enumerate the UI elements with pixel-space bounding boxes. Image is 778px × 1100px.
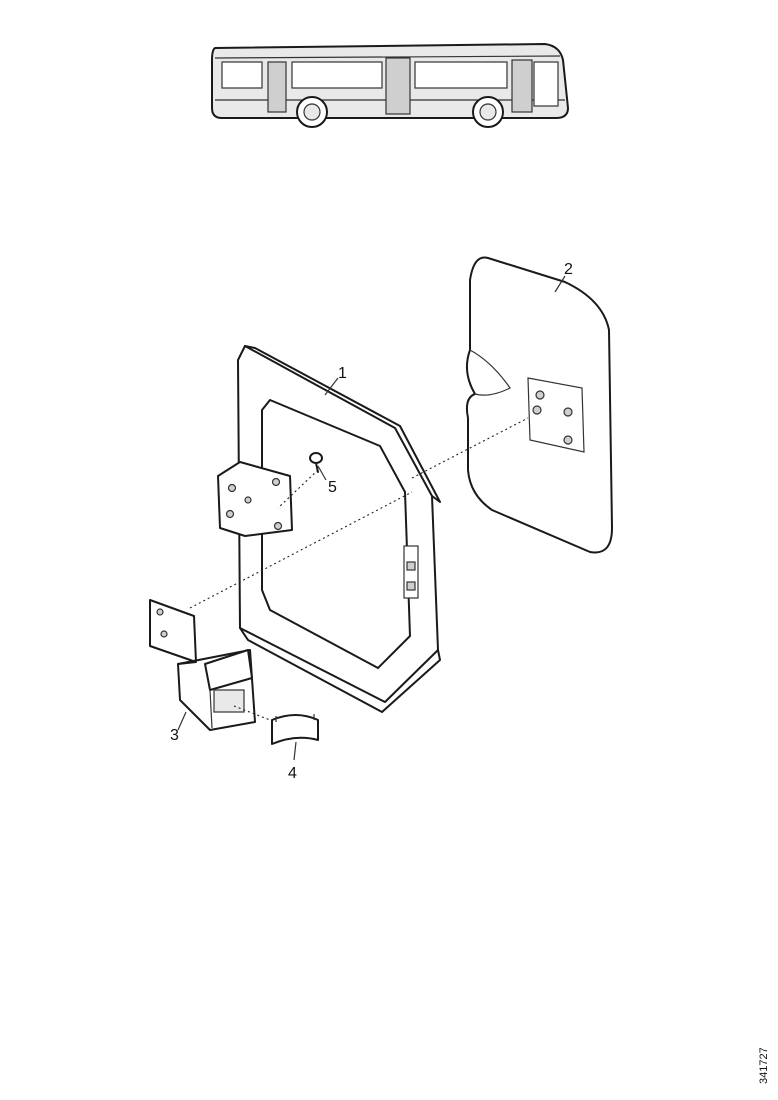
callout-2: 2 xyxy=(564,261,573,278)
callout-4: 4 xyxy=(288,765,297,782)
callout-3: 3 xyxy=(170,727,179,744)
callout-leaders xyxy=(177,275,566,761)
part-2-cover-panel xyxy=(465,256,613,554)
assembly-lines xyxy=(189,417,529,721)
bus-illustration xyxy=(211,43,569,128)
part-5-screw xyxy=(277,452,323,509)
part-3-bracket xyxy=(149,599,256,731)
part-4-clip xyxy=(271,714,319,745)
drawing-number: 341727 xyxy=(758,1047,770,1084)
callout-1: 1 xyxy=(338,365,347,382)
part-1-frame xyxy=(217,345,441,713)
callout-5: 5 xyxy=(328,479,337,496)
